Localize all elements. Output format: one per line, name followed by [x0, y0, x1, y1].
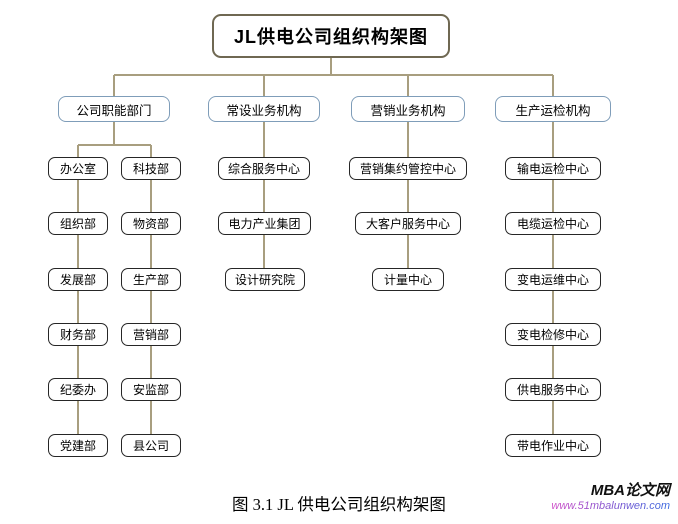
branch-node-functional-depts: 公司职能部门 — [58, 96, 170, 122]
dept-node: 党建部 — [48, 434, 108, 457]
dept-node: 办公室 — [48, 157, 108, 180]
dept-node: 科技部 — [121, 157, 181, 180]
dept-node: 综合服务中心 — [218, 157, 310, 180]
org-root-node: JL供电公司组织构架图 — [212, 14, 450, 58]
dept-node: 变电检修中心 — [505, 323, 601, 346]
dept-node: 生产部 — [121, 268, 181, 291]
dept-node: 变电运维中心 — [505, 268, 601, 291]
dept-node: 电力产业集团 — [218, 212, 311, 235]
branch-node-production-inspection: 生产运检机构 — [495, 96, 611, 122]
dept-node: 大客户服务中心 — [355, 212, 461, 235]
dept-node: 财务部 — [48, 323, 108, 346]
dept-node: 设计研究院 — [225, 268, 305, 291]
dept-node: 供电服务中心 — [505, 378, 601, 401]
watermark-site-name: MBA论文网 — [590, 482, 670, 499]
dept-node: 营销集约管控中心 — [349, 157, 467, 180]
dept-node: 带电作业中心 — [505, 434, 601, 457]
dept-node: 纪委办 — [48, 378, 108, 401]
dept-node: 发展部 — [48, 268, 108, 291]
dept-node: 物资部 — [121, 212, 181, 235]
dept-node: 计量中心 — [372, 268, 444, 291]
branch-node-marketing-business: 营销业务机构 — [351, 96, 465, 122]
watermark: MBA论文网 www.51mbalunwen.com — [551, 482, 670, 512]
dept-node: 电缆运检中心 — [505, 212, 601, 235]
dept-node: 安监部 — [121, 378, 181, 401]
dept-node: 营销部 — [121, 323, 181, 346]
figure-caption: 图 3.1 JL 供电公司组织构架图 — [232, 495, 446, 514]
dept-node: 组织部 — [48, 212, 108, 235]
watermark-site-url: www.51mbalunwen.com — [551, 499, 670, 512]
dept-node: 县公司 — [121, 434, 181, 457]
branch-node-standing-business: 常设业务机构 — [208, 96, 320, 122]
dept-node: 输电运检中心 — [505, 157, 601, 180]
